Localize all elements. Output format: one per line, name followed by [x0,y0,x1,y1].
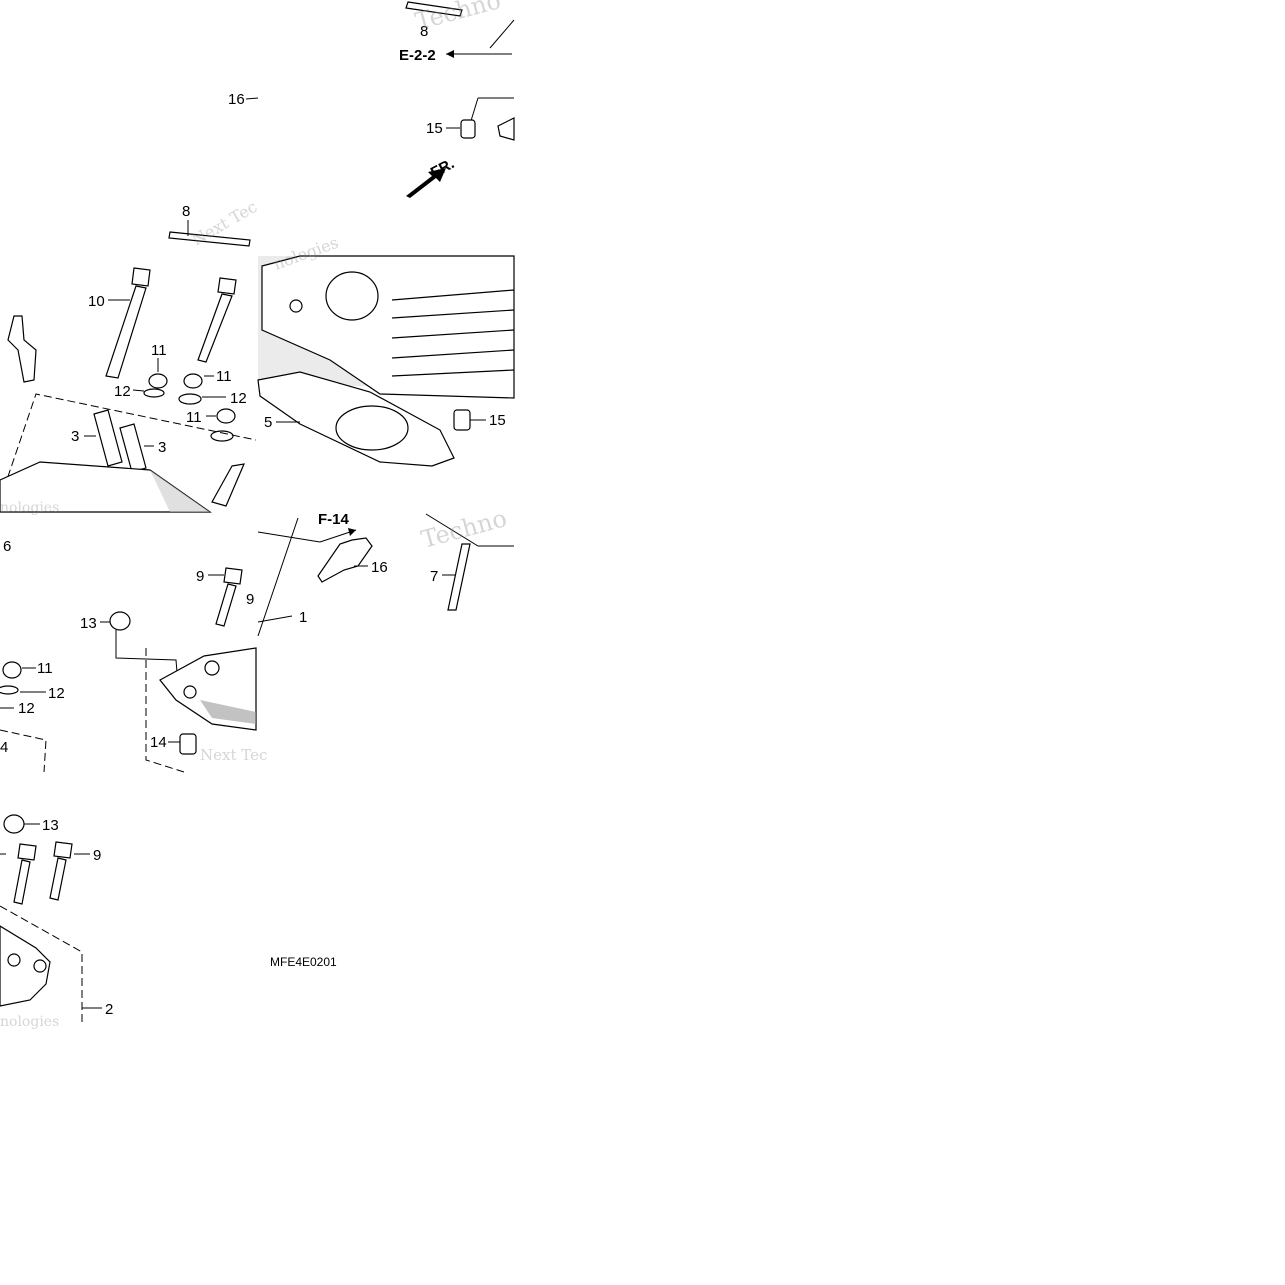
callout-6: 6 [3,538,11,555]
callout-16: 16 [371,559,388,576]
watermark-text: nologies [0,500,59,516]
callout-5: 5 [264,414,272,431]
callout-3: 3 [158,439,166,456]
watermark-text: nologies [0,1014,59,1030]
dowel-pin-shape [460,119,476,139]
diagram-code: MFE4E0201 [270,955,337,969]
callout-14: 14 [150,734,167,751]
callout-8: 8 [420,23,428,40]
ref-f-14: F-14 [318,511,350,528]
callout-12: 12 [114,383,131,400]
callout-13: 13 [80,615,97,632]
callout-10: 10 [88,293,105,310]
callout-1: 1 [299,609,307,626]
tile-mid-right: nologies [257,233,515,467]
tile-mid-left: Next Tec nologies [0,197,260,516]
callout-11: 11 [37,660,53,677]
callout-11: 11 [151,342,167,359]
callout-12: 12 [18,700,35,717]
tile-lower-left: Next Tec [0,567,267,773]
callout-9: 9 [93,847,101,864]
callout-7: 7 [430,568,438,585]
ref-e-2-2: E-2-2 [399,47,436,64]
callout-3: 3 [71,428,79,445]
reference-labels: E-2-2 F-14 FR. MFE4E0201 [270,47,457,969]
callout-16: 16 [228,91,245,108]
callout-4: 4 [0,739,8,756]
callout-11: 11 [216,368,232,385]
watermark-text: Next Tec [200,746,267,764]
callout-11: 11 [186,409,202,426]
front-arrow-icon [406,168,446,198]
callout-12: 12 [48,685,65,702]
watermark-text: Techno [412,0,503,36]
callout-2: 2 [105,1001,113,1018]
tile-top-right [405,1,515,198]
callout-13: 13 [42,817,59,834]
callout-8: 8 [182,203,190,220]
callout-15: 15 [426,120,443,137]
callout-12: 12 [230,390,247,407]
callout-9: 9 [196,568,204,585]
callout-15: 15 [489,412,506,429]
tile-bottom-left: nologies [0,814,102,1030]
callout-labels: 8 16 15 8 10 11 11 12 12 11 3 3 5 15 6 9… [0,23,506,1018]
callout-9: 9 [246,591,254,608]
